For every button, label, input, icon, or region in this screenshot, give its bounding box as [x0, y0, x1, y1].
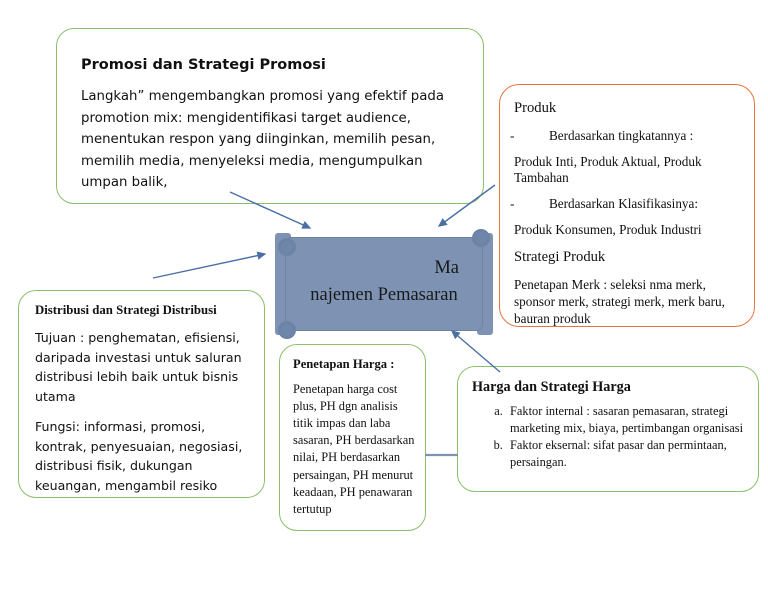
penetapan-harga-box[interactable]: Penetapan Harga : Penetapan harga cost p… — [279, 344, 426, 531]
scroll-curl-bottom-left-icon — [278, 321, 296, 339]
harga-strategi-box[interactable]: Harga dan Strategi Harga Faktor internal… — [457, 366, 759, 492]
penetapan-harga-body: Penetapan harga cost plus, PH dgn analis… — [293, 382, 415, 516]
manajemen-pemasaran-banner[interactable]: Ma najemen Pemasaran — [275, 229, 493, 339]
harga-strategi-list: Faktor internal : sasaran pemasaran, str… — [472, 403, 746, 470]
promosi-body: Langkah” mengembangkan promosi yang efek… — [81, 89, 444, 191]
distribusi-heading: Distribusi dan Strategi Distribusi — [35, 303, 217, 317]
produk-heading: Produk — [514, 100, 557, 116]
produk-subheading: Strategi Produk — [514, 249, 606, 266]
distribusi-content: Distribusi dan Strategi Distribusi Tujua… — [19, 291, 264, 495]
produk-merk-text: Penetapan Merk : seleksi nma merk, spons… — [514, 276, 725, 326]
promosi-heading: Promosi dan Strategi Promosi — [81, 57, 326, 73]
list-item: Faktor eksernal: sifat pasar dan permint… — [506, 437, 746, 470]
center-label-line2: najemen Pemasaran — [310, 284, 458, 305]
list-item: Faktor internal : sasaran pemasaran, str… — [506, 403, 746, 436]
penetapan-harga-content: Penetapan Harga : Penetapan harga cost p… — [280, 345, 425, 518]
distribusi-fungsi: Fungsi: informasi, promosi, kontrak, pen… — [35, 419, 243, 493]
harga-strategi-heading: Harga dan Strategi Harga — [472, 379, 631, 395]
produk-bullet-klasifikasi-label: Berdasarkan Klasifikasinya: — [549, 196, 699, 212]
dash-marker: - — [510, 127, 515, 143]
penetapan-harga-heading: Penetapan Harga : — [293, 357, 395, 371]
produk-bullet-klasifikasi: - Berdasarkan Klasifikasinya: — [510, 196, 742, 213]
scroll-curl-top-right-icon — [472, 229, 490, 247]
center-label-line1: Ma — [434, 258, 459, 278]
distribusi-tujuan: Tujuan : penghematan, efisiensi, daripad… — [35, 330, 242, 404]
promosi-box[interactable]: Promosi dan Strategi Promosi Langkah” me… — [56, 28, 484, 204]
promosi-content: Promosi dan Strategi Promosi Langkah” me… — [57, 29, 483, 194]
scroll-sheet — [285, 237, 483, 331]
produk-tingkatan-list: Produk Inti, Produk Aktual, Produk Tamba… — [514, 153, 702, 186]
harga-strategi-content: Harga dan Strategi Harga Faktor internal… — [458, 367, 758, 470]
produk-bullet-tingkatan-label: Berdasarkan tingkatannya : — [549, 127, 694, 143]
scroll-curl-top-left-icon — [278, 238, 296, 256]
dash-marker-2: - — [510, 196, 515, 212]
center-label: Ma najemen Pemasaran — [285, 243, 483, 327]
produk-box[interactable]: Produk - Berdasarkan tingkatannya : Produ… — [499, 84, 755, 327]
produk-klasifikasi-list: Produk Konsumen, Produk Industri — [514, 222, 702, 238]
connector-distribusi-to-center — [152, 251, 267, 279]
produk-content: Produk - Berdasarkan tingkatannya : Produ… — [500, 85, 754, 327]
distribusi-box[interactable]: Distribusi dan Strategi Distribusi Tujua… — [18, 290, 265, 498]
produk-bullet-tingkatan: - Berdasarkan tingkatannya : — [510, 127, 742, 145]
